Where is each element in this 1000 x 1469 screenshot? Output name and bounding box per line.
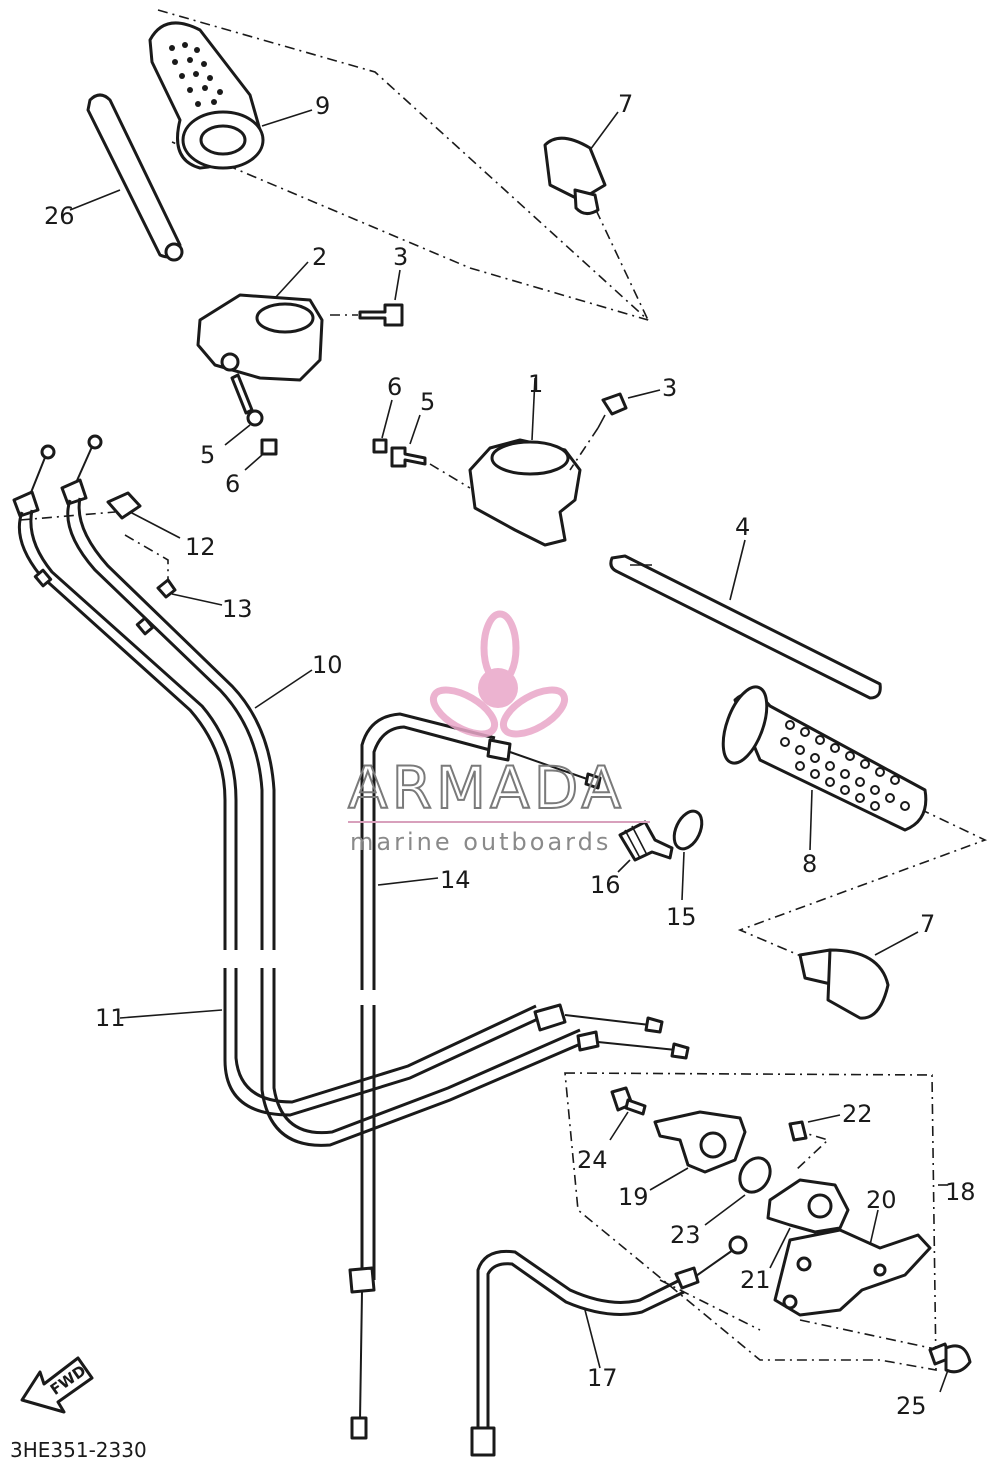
watermark-title: ARMADA	[348, 754, 625, 822]
clutch-cable	[348, 712, 602, 1440]
handlebar	[609, 539, 882, 700]
grip-end-upper	[543, 111, 619, 215]
callout-19: 19	[618, 1183, 649, 1211]
callout-5: 5	[420, 388, 435, 416]
callout-12: 12	[185, 533, 216, 561]
inner-tube	[69, 93, 184, 262]
callout-3: 3	[393, 243, 408, 271]
handlebar-grip-right	[721, 685, 928, 851]
fwd-arrow-icon	[20, 1356, 94, 1414]
armada-logo-icon	[429, 610, 569, 738]
callout-4: 4	[735, 513, 750, 541]
handlebar-holder-left	[196, 261, 404, 471]
callout-2: 2	[312, 243, 327, 271]
callout-6: 6	[387, 373, 402, 401]
callout-9: 9	[315, 92, 330, 120]
callout-18: 18	[945, 1178, 976, 1206]
callout-3: 3	[662, 374, 677, 402]
callout-25: 25	[896, 1392, 927, 1420]
callout-5: 5	[200, 441, 215, 469]
callout-6: 6	[225, 470, 240, 498]
starter-cable	[470, 1235, 748, 1457]
assembly-guides	[19, 9, 988, 1371]
watermark-text: ARMADA marine outboards	[347, 753, 650, 856]
throttle-cables	[12, 434, 690, 1147]
callout-8: 8	[802, 850, 817, 878]
callout-24: 24	[577, 1146, 608, 1174]
callout-1: 1	[528, 370, 543, 398]
adjuster-and-locknut	[617, 809, 704, 901]
grip-end-lower	[798, 931, 919, 1020]
callout-7: 7	[618, 90, 633, 118]
watermark-subtitle: marine outboards	[350, 828, 611, 856]
callout-21: 21	[740, 1266, 771, 1294]
diagram-code: 3HE351-2330	[10, 1438, 147, 1462]
callout-13: 13	[222, 595, 253, 623]
throttle-grip	[148, 21, 313, 170]
callout-14: 14	[440, 866, 471, 894]
callout-16: 16	[590, 871, 621, 899]
callout-10: 10	[312, 651, 343, 679]
callout-26: 26	[44, 202, 75, 230]
callout-labels: 1 2 3 3 4 5 5 6 6 7 7 8 9 10 11 12 13 14…	[44, 90, 976, 1420]
callout-15: 15	[666, 903, 697, 931]
handlebar-holder-right	[372, 377, 661, 547]
callout-23: 23	[670, 1221, 701, 1249]
callout-20: 20	[866, 1186, 897, 1214]
cable-guide-and-screw	[106, 491, 223, 606]
callout-17: 17	[587, 1364, 618, 1392]
callout-11: 11	[95, 1004, 126, 1032]
starter-lever-assembly	[609, 1086, 972, 1393]
callout-7: 7	[920, 910, 935, 938]
callout-22: 22	[842, 1100, 873, 1128]
